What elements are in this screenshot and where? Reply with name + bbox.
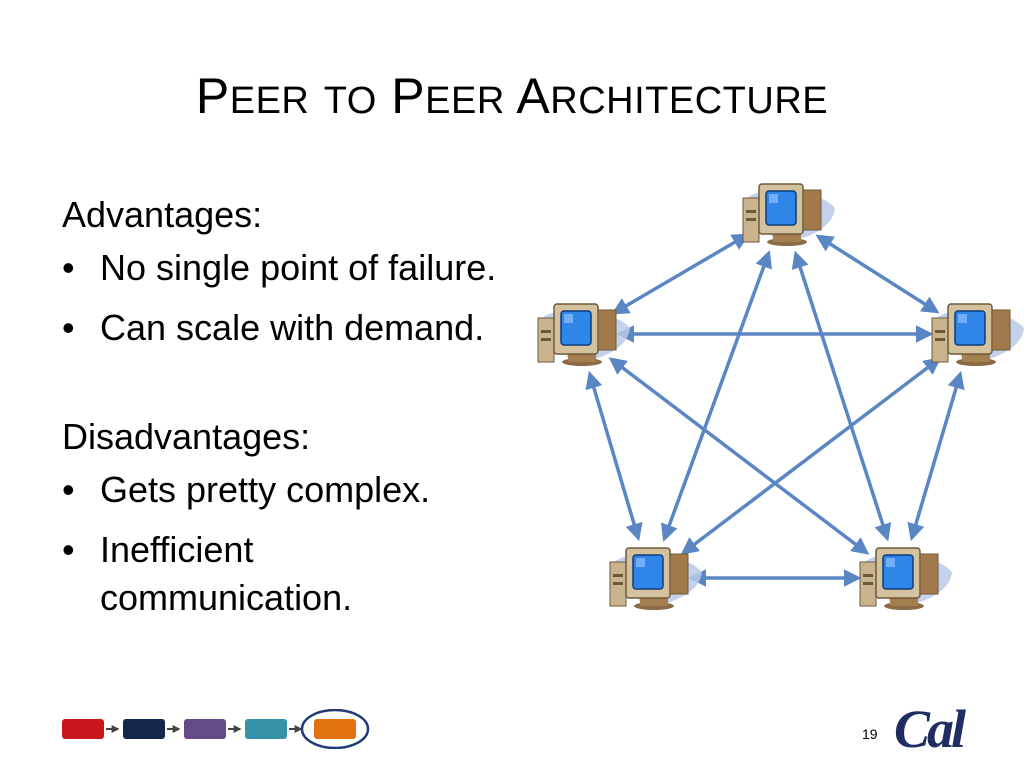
disadvantage-item: Inefficient communication. (62, 526, 400, 622)
section-nav-item[interactable] (184, 719, 226, 739)
advantages-heading: Advantages: (62, 194, 263, 235)
title-word-1: PEER (195, 68, 310, 124)
disadvantage-item: Gets pretty complex. (62, 466, 602, 514)
advantages-list: No single point of failure. Can scale wi… (62, 244, 602, 352)
title-word-4: ARCHITECTURE (516, 68, 829, 124)
desktop-computer-icon (931, 303, 1024, 367)
slide-section-navigator (58, 708, 378, 750)
slide-title: PEER TO PEER ARCHITECTURE (0, 66, 1024, 131)
section-nav-item-active[interactable] (314, 719, 356, 739)
desktop-computer-icon (609, 547, 703, 611)
page-number: 19 (862, 726, 878, 742)
title-word-2: TO (323, 80, 377, 122)
section-nav-item[interactable] (62, 719, 104, 739)
disadvantages-heading: Disadvantages: (62, 416, 311, 457)
peer-link-arrow (608, 357, 870, 555)
advantage-item: No single point of failure. (62, 244, 602, 292)
slide-body: Advantages: No single point of failure. … (62, 186, 602, 634)
advantage-item: Can scale with demand. (62, 304, 602, 352)
title-word-3: PEER (391, 68, 505, 124)
disadvantages-list: Gets pretty complex. Inefficient communi… (62, 466, 602, 622)
cal-logo: Cal (894, 699, 966, 759)
peer-link-arrow (815, 234, 940, 314)
section-nav-item[interactable] (123, 719, 165, 739)
peer-link-arrow (585, 370, 643, 542)
desktop-computer-icon (537, 303, 631, 367)
peer-link-arrow (907, 370, 965, 542)
section-nav-arrows (62, 708, 370, 750)
section-nav-item[interactable] (245, 719, 287, 739)
peer-link-arrow (791, 250, 892, 542)
peer-link-arrow (680, 357, 942, 555)
desktop-computer-icon (859, 547, 953, 611)
peer-link-arrow (611, 233, 750, 315)
peer-link-arrow (661, 250, 772, 542)
